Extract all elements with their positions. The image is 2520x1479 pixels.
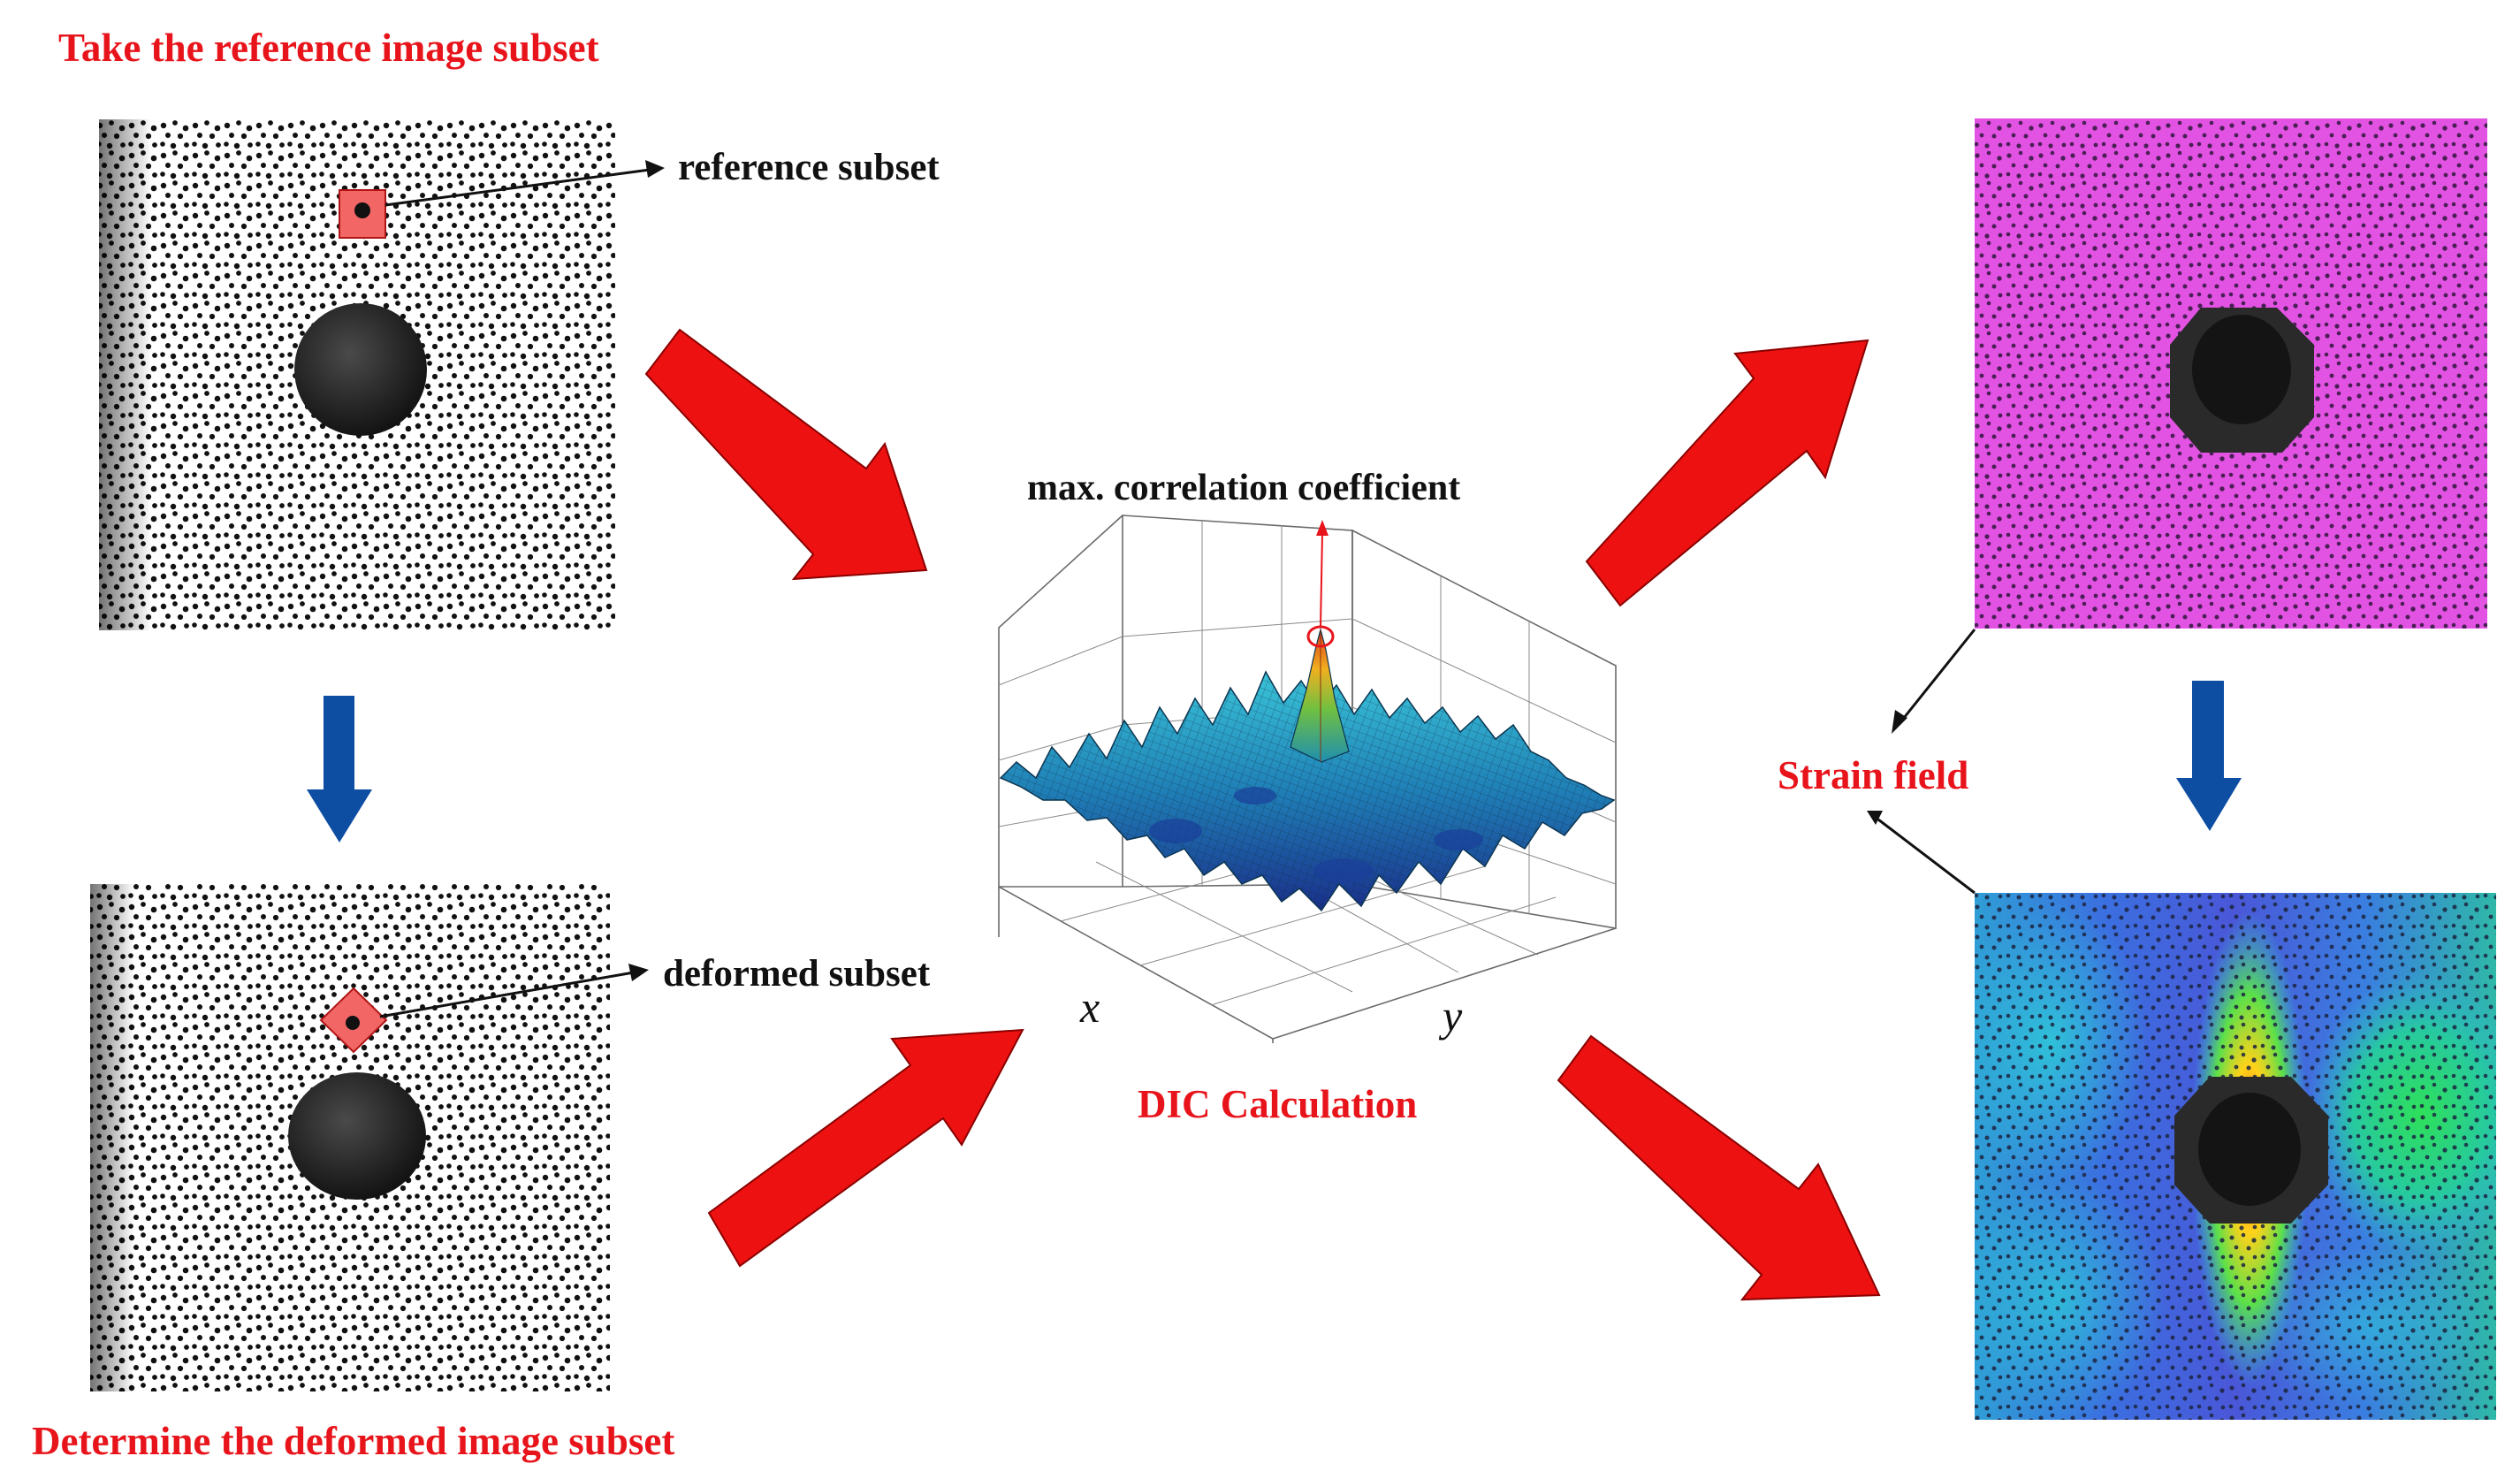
callout-arrows: [379, 160, 1976, 1018]
arrow-dic-to-magenta: [1585, 339, 1869, 607]
arrow-ref-to-dic: [644, 328, 928, 581]
reference-image: [99, 119, 615, 630]
x-axis-label: x: [1080, 982, 1100, 1032]
reference-hole: [294, 303, 427, 436]
strain-field-image: [1975, 893, 2496, 1420]
deformed-hole: [288, 1072, 426, 1200]
strain-field-label: Strain field: [1778, 753, 1969, 797]
arrow-ref-to-def: [307, 696, 372, 842]
deformed-image: [90, 884, 610, 1391]
arrow-dic-to-strain: [1557, 1034, 1881, 1301]
reference-subset-label: reference subset: [678, 147, 940, 188]
arrow-def-to-dic: [707, 1028, 1024, 1268]
correlation-surface-plot: [976, 515, 1617, 1053]
undeformed-strain-image: [1975, 118, 2487, 629]
blue-flow-arrows: [307, 681, 2242, 842]
reference-title: Take the reference image subset: [58, 26, 599, 70]
deformed-title: Determine the deformed image subset: [32, 1419, 675, 1463]
dic-calculation-label: DIC Calculation: [1138, 1082, 1418, 1126]
y-axis-label: y: [1443, 991, 1463, 1041]
arrow-magenta-to-strain: [2176, 681, 2242, 831]
deformed-subset-label: deformed subset: [663, 953, 931, 995]
peak-marker: [1306, 625, 1335, 648]
max-correlation-label: max. correlation coefficient: [1027, 468, 1461, 508]
red-flow-arrows: [644, 328, 1881, 1301]
